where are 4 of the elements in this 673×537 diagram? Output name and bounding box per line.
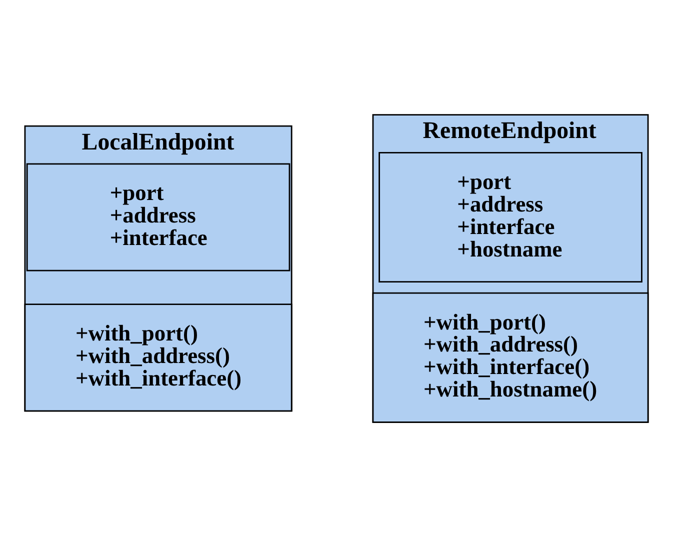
- node-box: +with_port() +with_address() +with_interface() +with_hostname(): [372, 292, 649, 423]
- node-box: +with_port() +with_address() +with_interface(): [24, 304, 292, 412]
- node-box: +port +address +interface: [26, 163, 290, 272]
- node-box: +port +address +interface +hostname: [378, 152, 642, 283]
